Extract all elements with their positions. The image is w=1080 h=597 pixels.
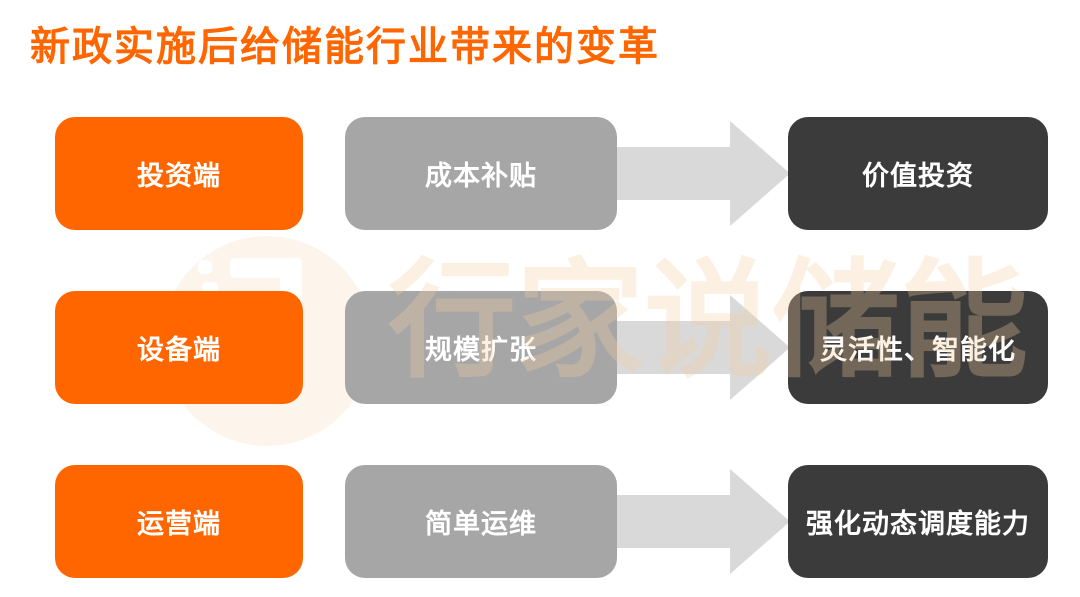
page-title: 新政实施后给储能行业带来的变革: [30, 25, 660, 69]
watermark-logo-dot-icon: [198, 260, 212, 274]
before-box: 简单运维: [345, 465, 617, 578]
right-arrow-icon: [600, 117, 790, 230]
right-arrow-icon: [600, 291, 790, 404]
before-box: 规模扩张: [345, 291, 617, 404]
segment-box: 运营端: [55, 465, 303, 578]
segment-box: 设备端: [55, 291, 303, 404]
segment-box: 投资端: [55, 117, 303, 230]
right-arrow-icon: [600, 465, 790, 578]
before-box: 成本补贴: [345, 117, 617, 230]
after-box: 强化动态调度能力: [788, 465, 1048, 578]
flow-row: 设备端 规模扩张 灵活性、智能化: [0, 291, 1080, 404]
flow-row: 投资端 成本补贴 价值投资: [0, 117, 1080, 230]
after-box: 价值投资: [788, 117, 1048, 230]
after-box: 灵活性、智能化: [788, 291, 1048, 404]
flow-row: 运营端 简单运维 强化动态调度能力: [0, 465, 1080, 578]
